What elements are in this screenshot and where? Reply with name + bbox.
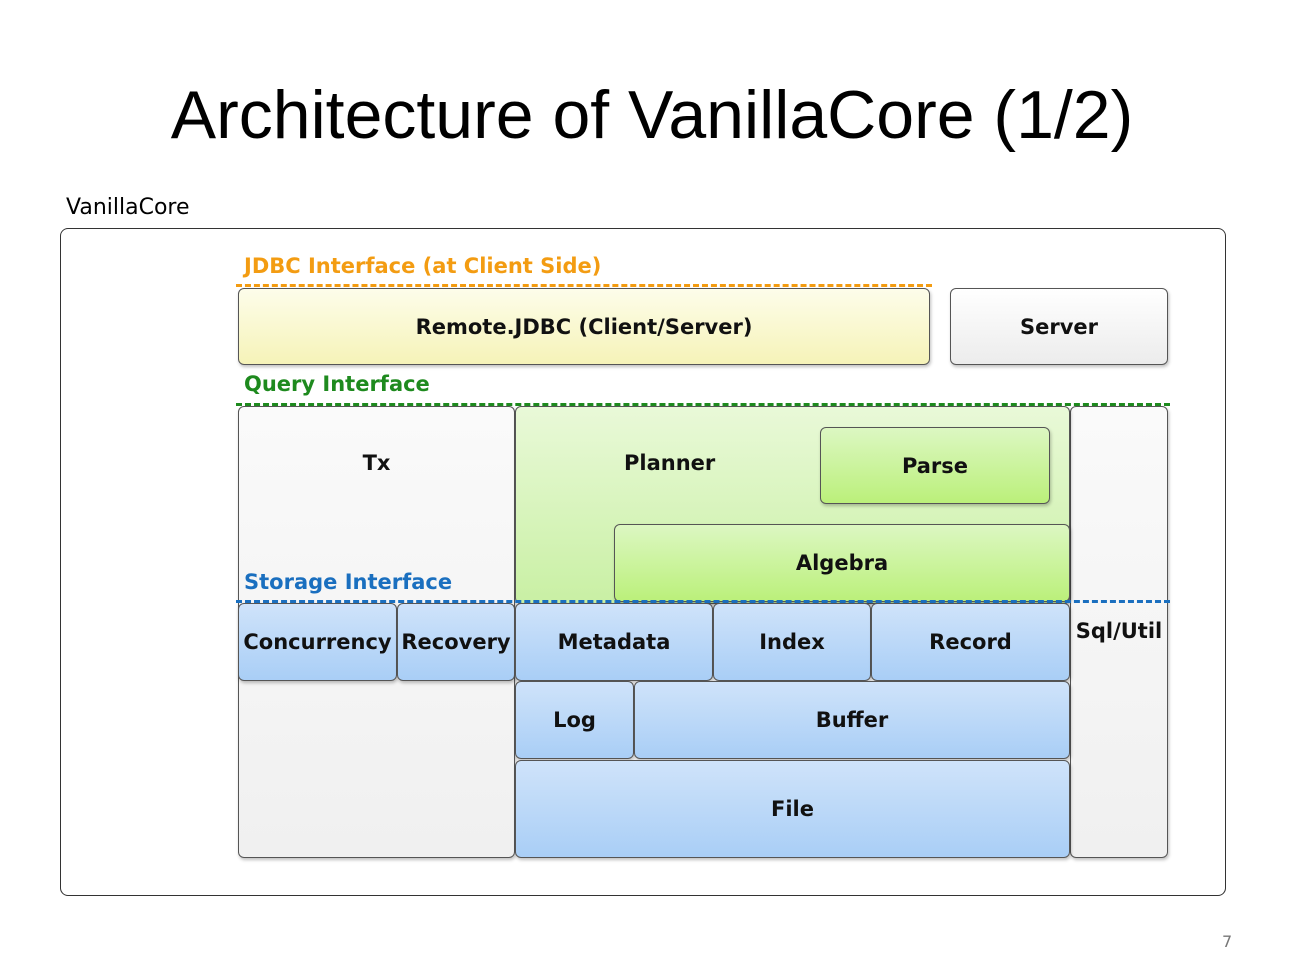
sql-util-module: Sql/Util: [1070, 406, 1168, 858]
index-module: Index: [713, 603, 871, 681]
metadata-module: Metadata: [515, 603, 713, 681]
storage-interface-label: Storage Interface: [244, 570, 453, 594]
planner-label: Planner: [624, 451, 716, 475]
remote-jdbc-module: Remote.JDBC (Client/Server): [238, 288, 930, 365]
buffer-module: Buffer: [634, 681, 1070, 759]
query-interface-line: [236, 403, 1170, 406]
page-title: Architecture of VanillaCore (1/2): [170, 77, 1134, 153]
storage-interface-line: [236, 600, 1170, 603]
container-label: VanillaCore: [66, 195, 190, 220]
jdbc-interface-line: [236, 284, 932, 287]
page-number: 7: [1222, 932, 1233, 951]
jdbc-interface-label: JDBC Interface (at Client Side): [244, 254, 602, 278]
file-module: File: [515, 760, 1070, 858]
concurrency-module: Concurrency: [238, 603, 397, 681]
record-module: Record: [871, 603, 1070, 681]
recovery-module: Recovery: [397, 603, 515, 681]
parse-module: Parse: [820, 427, 1050, 504]
sql-util-label: Sql/Util: [1075, 619, 1163, 643]
log-module: Log: [515, 681, 634, 759]
algebra-module: Algebra: [614, 524, 1070, 602]
query-interface-label: Query Interface: [244, 372, 430, 396]
server-module: Server: [950, 288, 1168, 365]
